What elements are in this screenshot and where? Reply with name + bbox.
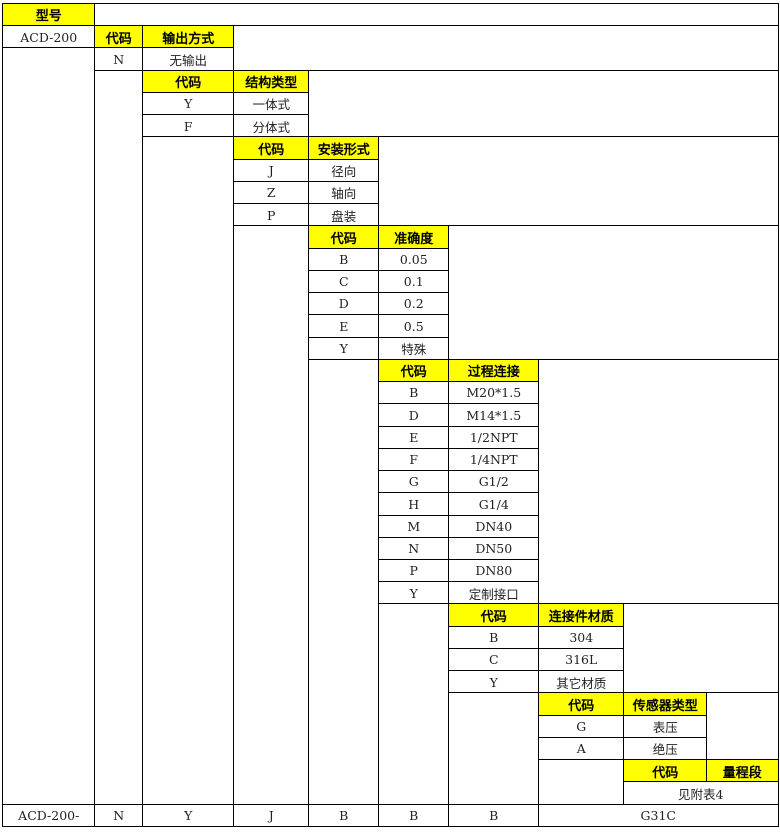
option-label: 表压 bbox=[623, 714, 708, 739]
empty-cell bbox=[538, 759, 625, 806]
option-label: DN80 bbox=[448, 559, 540, 583]
option-label: 见附表4 bbox=[623, 781, 779, 806]
group-title: 安装形式 bbox=[308, 136, 380, 161]
option-code: B bbox=[378, 381, 450, 405]
example-code: B bbox=[378, 803, 450, 828]
option-code: J bbox=[233, 158, 310, 183]
group-title: 连接件材质 bbox=[538, 603, 625, 628]
option-code: B bbox=[448, 625, 540, 650]
model-header: 型号 bbox=[2, 3, 96, 27]
empty-cell bbox=[2, 47, 96, 806]
empty-cell bbox=[142, 136, 235, 806]
empty-cell bbox=[308, 358, 380, 806]
code-header: 代码 bbox=[308, 225, 380, 250]
option-code: G bbox=[538, 714, 625, 739]
empty-cell bbox=[308, 69, 779, 138]
option-label: 其它材质 bbox=[538, 670, 625, 694]
option-code: B bbox=[308, 247, 380, 272]
code-header: 代码 bbox=[448, 603, 540, 628]
group-title: 过程连接 bbox=[448, 358, 540, 383]
option-code: N bbox=[378, 536, 450, 561]
group-title: 结构类型 bbox=[233, 69, 310, 94]
group-title: 输出方式 bbox=[142, 25, 235, 49]
option-code: P bbox=[378, 559, 450, 583]
option-code: E bbox=[308, 314, 380, 339]
option-label: 径向 bbox=[308, 158, 380, 183]
option-label: 0.1 bbox=[378, 269, 450, 294]
option-code: E bbox=[378, 425, 450, 450]
empty-cell bbox=[706, 692, 779, 761]
example-code: J bbox=[233, 803, 310, 828]
empty-cell bbox=[94, 3, 779, 27]
empty-cell bbox=[233, 25, 779, 72]
option-label: 定制接口 bbox=[448, 581, 540, 605]
group-title: 准确度 bbox=[378, 225, 450, 250]
option-label: 盘装 bbox=[308, 203, 380, 227]
option-code: A bbox=[538, 736, 625, 761]
option-label: 绝压 bbox=[623, 736, 708, 761]
option-code: D bbox=[378, 403, 450, 428]
option-code: G bbox=[378, 470, 450, 494]
option-code: N bbox=[94, 47, 144, 72]
empty-cell bbox=[623, 603, 779, 694]
option-label: 无输出 bbox=[142, 47, 235, 72]
empty-cell bbox=[538, 358, 779, 605]
code-header: 代码 bbox=[538, 692, 625, 717]
code-header: 代码 bbox=[623, 759, 708, 783]
empty-cell bbox=[94, 69, 144, 806]
option-label: DN50 bbox=[448, 536, 540, 561]
empty-cell bbox=[448, 692, 540, 806]
code-header: 代码 bbox=[142, 69, 235, 94]
option-code: M bbox=[378, 514, 450, 539]
option-label: 0.5 bbox=[378, 314, 450, 339]
option-label: 1/4NPT bbox=[448, 447, 540, 472]
option-code: Y bbox=[448, 670, 540, 694]
option-label: 304 bbox=[538, 625, 625, 650]
option-label: 轴向 bbox=[308, 180, 380, 205]
option-code: Y bbox=[142, 91, 235, 116]
option-label: G1/4 bbox=[448, 492, 540, 516]
empty-cell bbox=[233, 225, 310, 806]
group-title: 传感器类型 bbox=[623, 692, 708, 717]
empty-cell bbox=[378, 136, 779, 227]
option-label: 0.05 bbox=[378, 247, 450, 272]
model-value: ACD-200 bbox=[2, 25, 96, 49]
empty-cell bbox=[448, 225, 779, 361]
code-header: 代码 bbox=[378, 358, 450, 383]
example-model: ACD-200- bbox=[2, 803, 96, 828]
code-header: 代码 bbox=[94, 25, 144, 49]
example-code: N bbox=[94, 803, 144, 828]
code-header: 代码 bbox=[233, 136, 310, 161]
option-label: 特殊 bbox=[378, 336, 450, 361]
option-code: D bbox=[308, 292, 380, 316]
option-label: DN40 bbox=[448, 514, 540, 539]
option-code: Y bbox=[378, 581, 450, 605]
option-label: 一体式 bbox=[233, 91, 310, 116]
option-code: C bbox=[448, 647, 540, 672]
option-label: G1/2 bbox=[448, 470, 540, 494]
option-code: P bbox=[233, 203, 310, 227]
example-code: B bbox=[308, 803, 380, 828]
example-code: B bbox=[448, 803, 540, 828]
option-label: 分体式 bbox=[233, 114, 310, 138]
empty-cell bbox=[378, 603, 450, 806]
example-range: G31C bbox=[538, 803, 779, 828]
option-code: Y bbox=[308, 336, 380, 361]
option-label: 316L bbox=[538, 647, 625, 672]
option-code: H bbox=[378, 492, 450, 516]
group-title: 量程段 bbox=[706, 759, 779, 783]
option-label: M14*1.5 bbox=[448, 403, 540, 428]
option-label: 0.2 bbox=[378, 292, 450, 316]
option-code: Z bbox=[233, 180, 310, 205]
option-code: C bbox=[308, 269, 380, 294]
option-label: 1/2NPT bbox=[448, 425, 540, 450]
option-label: M20*1.5 bbox=[448, 381, 540, 405]
option-code: F bbox=[142, 114, 235, 138]
option-code: F bbox=[378, 447, 450, 472]
example-code: Y bbox=[142, 803, 235, 828]
